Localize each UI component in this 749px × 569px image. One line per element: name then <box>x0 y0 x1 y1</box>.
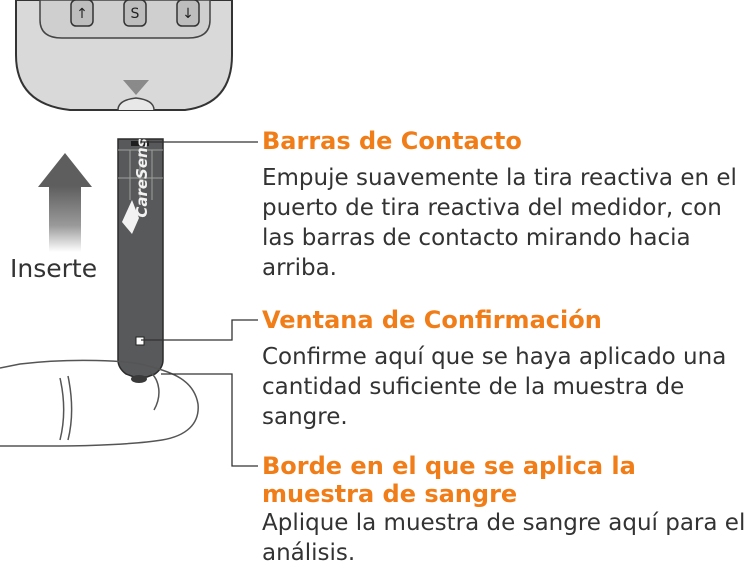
confirmation-window <box>135 336 145 346</box>
meter-triangle-icon <box>123 80 149 95</box>
blood-drop <box>131 375 147 383</box>
meter-button-down-label: ↓ <box>182 6 194 22</box>
meter-button-up-label: ↑ <box>76 6 88 22</box>
callout-text-sample-edge: Aplique la muestra de sangre aquí para e… <box>262 510 746 566</box>
insert-label: Inserte <box>10 254 98 283</box>
meter: ↑ S ↓ <box>15 0 233 111</box>
callout-text-contact-bars: Empuje suavemente la tira reactiva en el… <box>262 165 737 281</box>
meter-button-s[interactable] <box>123 0 147 27</box>
finger <box>0 359 199 447</box>
meter-button-down[interactable] <box>176 0 200 27</box>
callout-title-sample-edge: Borde en el que se aplica la muestra de … <box>262 452 636 508</box>
meter-button-s-label: S <box>131 6 140 22</box>
up-arrow-icon <box>38 153 92 252</box>
contact-bars <box>118 149 163 200</box>
strip-logo-mark <box>122 200 139 234</box>
contact-bar-mark <box>131 141 149 146</box>
callout-text-confirmation-window: Confirme aquí que se haya aplicado una c… <box>262 344 727 430</box>
callout-leaders <box>141 141 258 467</box>
callout-title-confirmation-window: Ventana de Confirmación <box>262 306 602 334</box>
test-strip: CareSens <box>117 138 164 378</box>
strip-brand: CareSens <box>133 138 151 217</box>
callout-title-contact-bars: Barras de Contacto <box>262 127 522 155</box>
meter-button-up[interactable] <box>70 0 94 27</box>
meter-strip-port <box>117 97 155 111</box>
